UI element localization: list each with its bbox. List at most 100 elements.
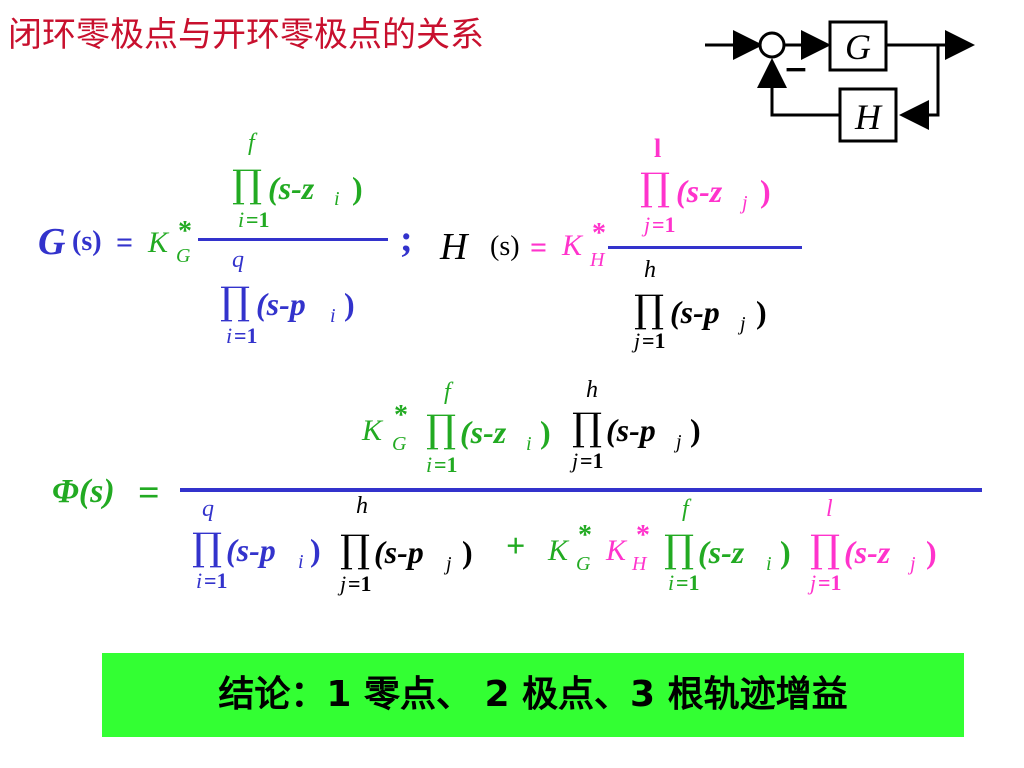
h-fraction-line <box>608 246 802 249</box>
phi-den-p1-idx: i <box>298 551 304 573</box>
h-num-term: (s-z <box>676 173 723 209</box>
phi-den-p3-idx: i <box>766 553 772 575</box>
g-num-prod: ∏ <box>232 162 263 206</box>
g-den-term: (s-p <box>256 286 306 322</box>
phi-num-p2-close: ) <box>690 412 701 448</box>
phi-den-p3-close: ) <box>780 534 791 570</box>
h-lhs: H <box>440 226 468 268</box>
phi-den-p3-term: (s-z <box>698 534 745 570</box>
g-num-lower-rest: =1 <box>246 207 270 232</box>
phi-den-gain-g-k: K <box>548 534 569 567</box>
phi-den-gain-g-star: * <box>578 520 592 551</box>
g-gain-star: * <box>178 216 192 247</box>
g-block-label: G <box>845 27 871 67</box>
phi-den-p3-lower-var: i <box>668 570 675 595</box>
h-arg: (s) <box>490 231 520 262</box>
phi-den-p1-lower-rest: =1 <box>204 568 228 593</box>
phi-den-plus: + <box>506 528 526 565</box>
h-num-idx: j <box>742 192 748 214</box>
phi-den-p2-prod: ∏ <box>340 527 371 571</box>
phi-num-gain-star: * <box>394 400 408 431</box>
h-den-prod: ∏ <box>634 287 665 331</box>
phi-num-gain-k: K <box>362 414 383 447</box>
h-den-term: (s-p <box>670 294 720 330</box>
phi-den-p1-term: (s-p <box>226 532 276 568</box>
phi-num-p1-term: (s-z <box>460 414 507 450</box>
phi-num-p1-prod: ∏ <box>426 407 457 451</box>
g-den-lower-rest: =1 <box>234 323 258 348</box>
phi-num-p2-idx: j <box>676 431 682 453</box>
minus-sign: − <box>783 52 808 87</box>
h-den-lower-rest: =1 <box>642 328 666 353</box>
phi-den-p1-upper: q <box>202 496 214 522</box>
g-num-close: ) <box>352 170 363 206</box>
h-den-upper: h <box>644 257 656 283</box>
g-gain-k: K <box>148 226 169 259</box>
phi-den-gain-h-k: K <box>606 534 627 567</box>
summing-junction <box>758 31 786 59</box>
formula-separator: ; <box>400 218 413 260</box>
phi-den-p1-prod: ∏ <box>192 525 223 569</box>
phi-den-p4-lower-rest: =1 <box>818 570 842 595</box>
h-den-close: ) <box>756 294 767 330</box>
phi-den-p1-close: ) <box>310 532 321 568</box>
phi-den-p4-idx: j <box>910 553 916 575</box>
phi-den-p3-prod: ∏ <box>664 527 695 571</box>
phi-den-p1-lower-var: i <box>196 568 203 593</box>
h-eq: = <box>530 231 548 264</box>
g-den-prod: ∏ <box>220 279 251 323</box>
phi-num-p2-prod: ∏ <box>572 405 603 449</box>
phi-den-gain-h-sub: H <box>632 553 647 575</box>
h-num-close: ) <box>760 173 771 209</box>
phi-den-p4-prod: ∏ <box>810 527 841 571</box>
g-lhs: G <box>38 221 66 263</box>
feedback-path-out <box>757 58 840 117</box>
phi-fraction-line <box>180 488 982 492</box>
h-den-idx: j <box>740 313 746 335</box>
h-num-lower-var: j <box>644 212 651 237</box>
phi-num-gain-sub: G <box>392 433 407 455</box>
phi-den-p2-close: ) <box>462 534 473 570</box>
h-block-label: H <box>854 97 883 137</box>
conclusion-box: 结论：1 零点、 2 极点、3 根轨迹增益 <box>102 653 964 737</box>
g-den-upper: q <box>232 247 244 273</box>
page-title: 闭环零极点与开环零极点的关系 <box>8 15 484 55</box>
phi-den-p4-close: ) <box>926 534 937 570</box>
g-arg: (s) <box>72 226 102 257</box>
h-num-upper: l <box>654 134 662 163</box>
phi-den-p3-upper: f <box>682 496 689 522</box>
feedback-path-in <box>899 45 940 130</box>
g-fraction-line <box>198 238 388 241</box>
h-gain-k: K <box>562 229 583 262</box>
g-gain-sub: G <box>176 245 191 267</box>
phi-den-p2-idx: j <box>446 553 452 575</box>
g-den-lower-var: i <box>226 323 233 348</box>
phi-den-p2-term: (s-p <box>374 534 424 570</box>
phi-num-p1-lower-var: i <box>426 452 433 477</box>
g-num-idx: i <box>334 188 340 210</box>
g-num-lower-var: i <box>238 207 245 232</box>
h-gain-star: * <box>592 218 606 249</box>
g-den-idx: i <box>330 305 336 327</box>
phi-eq: = <box>138 472 160 514</box>
h-gain-sub: H <box>590 249 605 271</box>
g-den-close: ) <box>344 286 355 322</box>
phi-num-p2-lower-var: j <box>572 448 579 473</box>
phi-num-p1-lower-rest: =1 <box>434 452 458 477</box>
h-num-prod: ∏ <box>640 165 671 209</box>
phi-den-p3-lower-rest: =1 <box>676 570 700 595</box>
phi-num-p2-term: (s-p <box>606 412 656 448</box>
h-num-lower-rest: =1 <box>652 212 676 237</box>
phi-num-p1-close: ) <box>540 414 551 450</box>
conclusion-text: 结论：1 零点、 2 极点、3 根轨迹增益 <box>218 674 848 715</box>
g-num-upper: f <box>248 130 255 156</box>
h-den-lower-var: j <box>634 328 641 353</box>
phi-den-p4-lower-var: j <box>810 570 817 595</box>
phi-den-p2-lower-var: j <box>340 571 347 596</box>
phi-den-gain-g-sub: G <box>576 553 591 575</box>
g-eq: = <box>116 226 134 259</box>
phi-num-p1-idx: i <box>526 433 532 455</box>
g-num-term: (s-z <box>268 170 315 206</box>
phi-den-gain-h-star: * <box>636 520 650 551</box>
phi-num-p2-upper: h <box>586 377 598 403</box>
